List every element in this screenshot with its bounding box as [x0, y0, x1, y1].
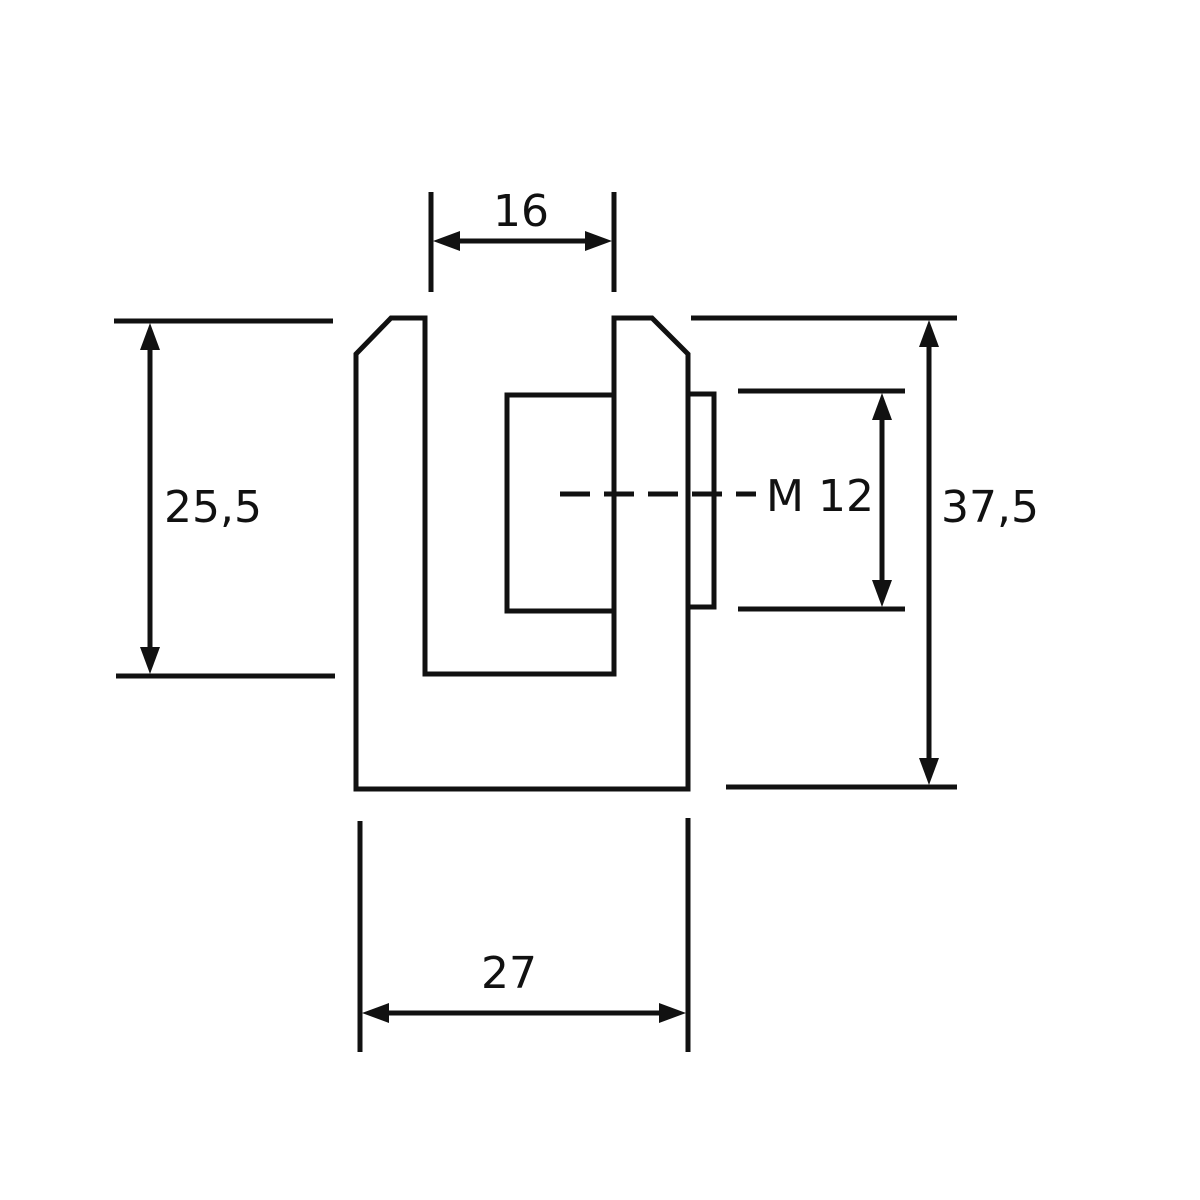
dim-37-5-arrow-bottom	[919, 758, 939, 785]
dim-25-5-arrow-bottom	[140, 647, 160, 674]
dim-27-label: 27	[481, 948, 537, 999]
dim-25-5-arrow-top	[140, 323, 160, 350]
dim-m12-arrow-bottom	[872, 580, 892, 607]
dim-16-arrow-left	[433, 231, 460, 251]
dim-m12-label: M 12	[766, 471, 874, 522]
dim-37-5-label: 37,5	[941, 482, 1039, 533]
dim-m12-arrow-top	[872, 393, 892, 420]
dim-16-arrow-right	[585, 231, 612, 251]
dim-27-arrow-right	[659, 1003, 686, 1023]
dim-27-arrow-left	[362, 1003, 389, 1023]
dim-25-5-label: 25,5	[164, 482, 262, 533]
thread-boss	[688, 391, 717, 610]
dim-16-label: 16	[493, 186, 549, 237]
nut-block	[504, 392, 614, 614]
clamp-body-outline	[353, 315, 691, 792]
dim-37-5-arrow-top	[919, 320, 939, 347]
